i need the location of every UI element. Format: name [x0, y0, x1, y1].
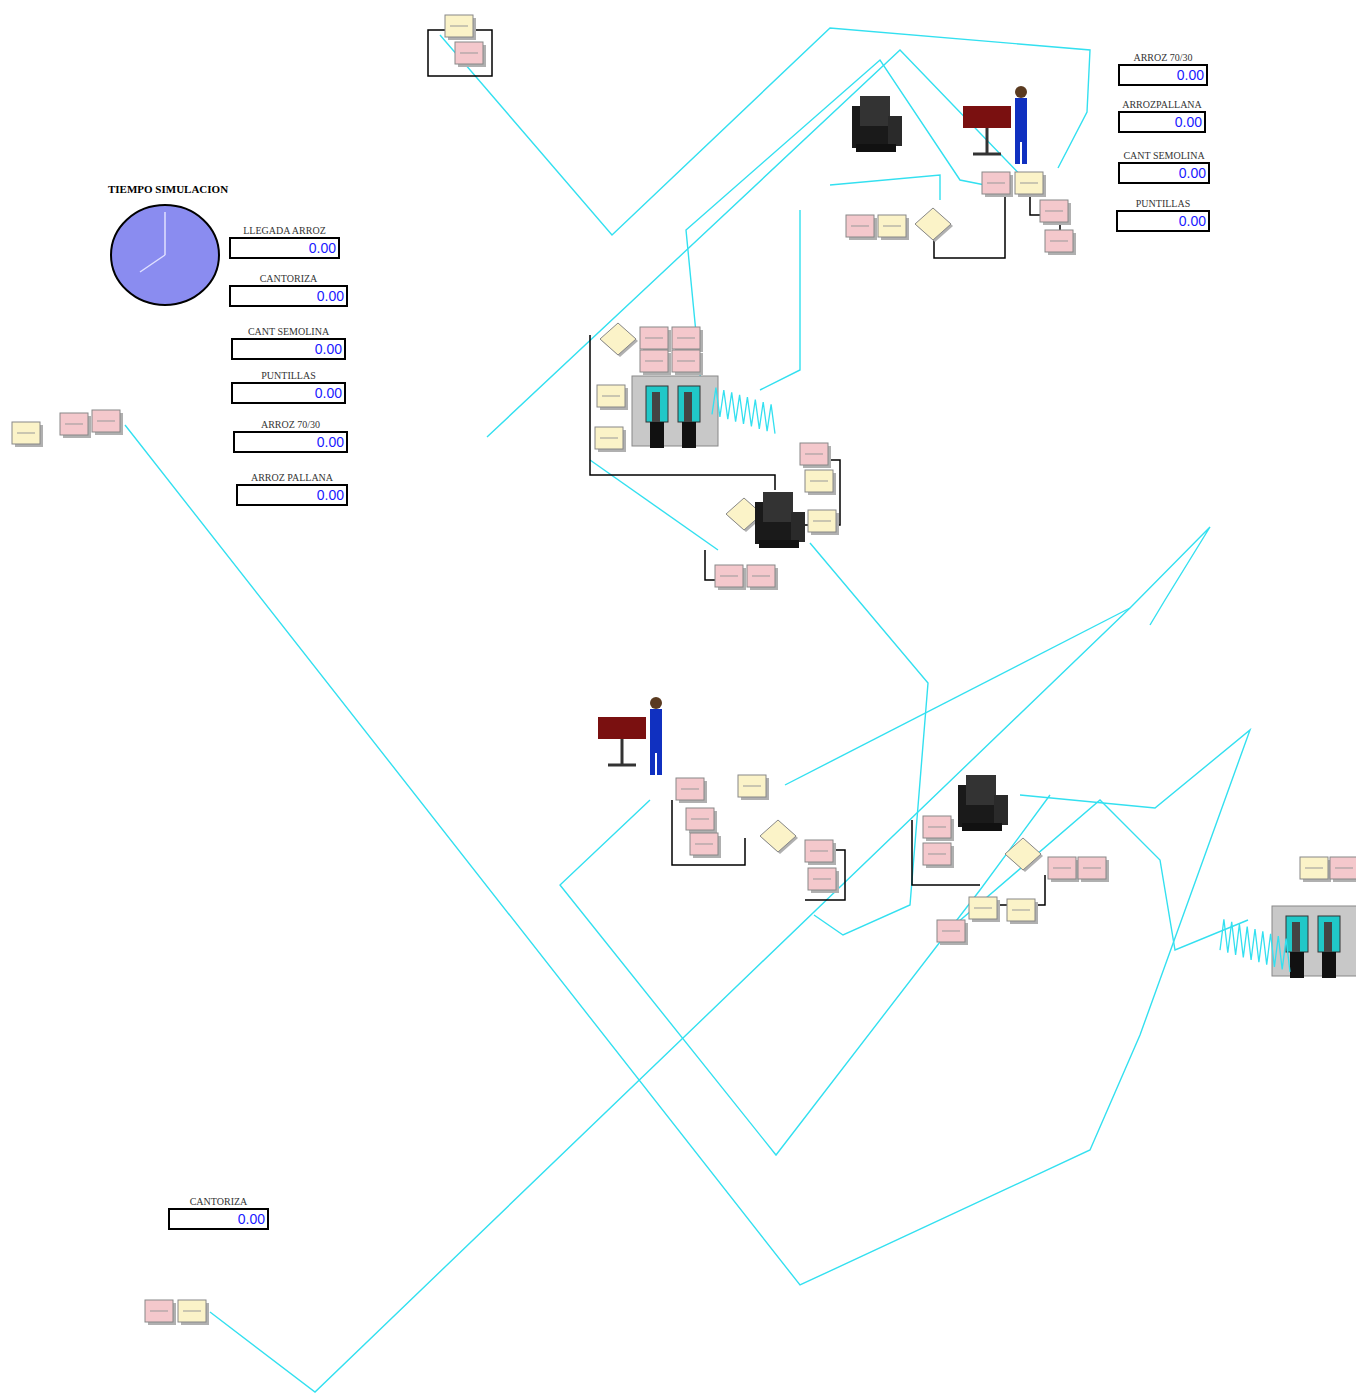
display-value: 0.00 — [229, 285, 348, 307]
display-heading: PUNTILLAS — [231, 370, 346, 382]
display-value: 0.00 — [233, 431, 348, 453]
variable-display: CANT SEMOLINA0.00 — [231, 326, 346, 360]
variable-display: ARROZPALLANA0.00 — [1118, 99, 1206, 133]
route-lines — [125, 28, 1250, 1392]
display-value: 0.00 — [236, 484, 348, 506]
display-value: 0.00 — [229, 237, 340, 259]
queue-springs — [712, 388, 1290, 972]
display-heading: CANT SEMOLINA — [1118, 150, 1210, 162]
variable-display: PUNTILLAS0.00 — [1116, 198, 1210, 232]
variable-display: CANTORIZA0.00 — [229, 273, 348, 307]
display-heading: CANTORIZA — [168, 1196, 269, 1208]
queue-spring — [712, 388, 775, 434]
display-value: 0.00 — [168, 1208, 269, 1230]
display-value: 0.00 — [1116, 210, 1210, 232]
display-heading: CANT SEMOLINA — [231, 326, 346, 338]
display-value: 0.00 — [1118, 162, 1210, 184]
variable-display: CANTORIZA0.00 — [168, 1196, 269, 1230]
display-heading: ARROZ PALLANA — [236, 472, 348, 484]
display-heading: ARROZ 70/30 — [1118, 52, 1208, 64]
display-value: 0.00 — [231, 338, 346, 360]
queue-spring — [1220, 919, 1290, 971]
display-heading: ARROZ 70/30 — [233, 419, 348, 431]
variable-display: LLEGADA ARROZ0.00 — [229, 225, 340, 259]
clock-title: TIEMPO SIMULACION — [108, 183, 228, 195]
display-heading: CANTORIZA — [229, 273, 348, 285]
display-heading: ARROZPALLANA — [1118, 99, 1206, 111]
display-value: 0.00 — [1118, 111, 1206, 133]
variable-display: CANT SEMOLINA0.00 — [1118, 150, 1210, 184]
display-heading: LLEGADA ARROZ — [229, 225, 340, 237]
clock-dial — [111, 205, 219, 305]
display-heading: PUNTILLAS — [1116, 198, 1210, 210]
variable-display: PUNTILLAS0.00 — [231, 370, 346, 404]
variable-display: ARROZ 70/300.00 — [233, 419, 348, 453]
display-value: 0.00 — [1118, 64, 1208, 86]
variable-display: ARROZ PALLANA0.00 — [236, 472, 348, 506]
module-links — [428, 30, 1060, 905]
resource-icons — [598, 86, 1356, 978]
display-value: 0.00 — [231, 382, 346, 404]
variable-display: ARROZ 70/300.00 — [1118, 52, 1208, 86]
simulation-modules — [12, 15, 1356, 1325]
